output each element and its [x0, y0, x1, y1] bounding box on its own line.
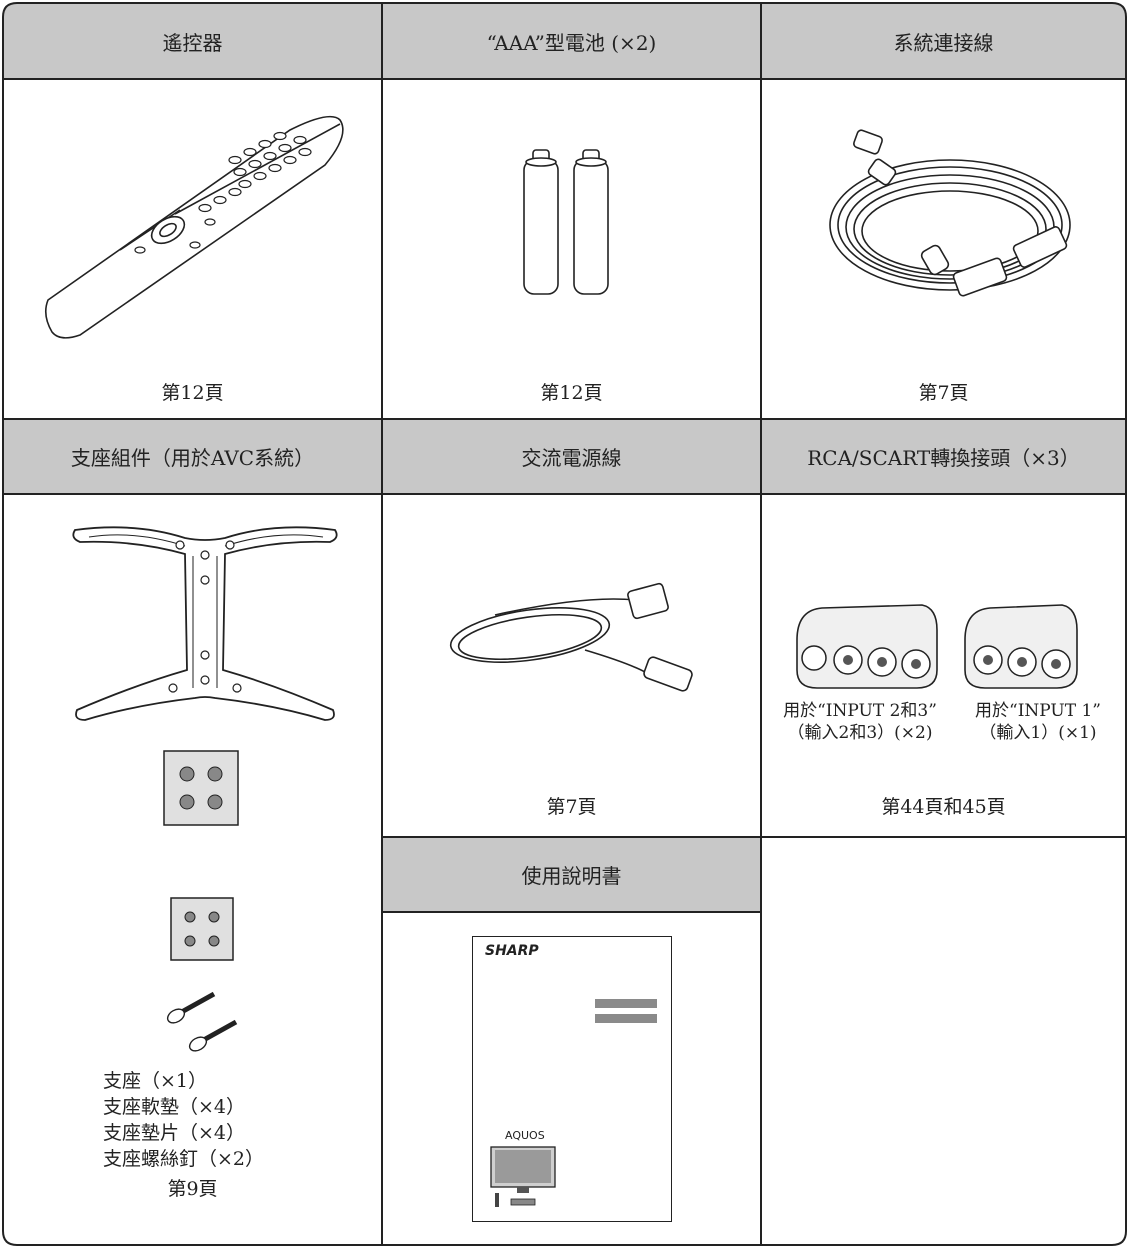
stand-item: 支座墊片（×4） [103, 1122, 246, 1144]
remote-control-image [44, 115, 344, 339]
batteries-caption: 第12頁 [540, 382, 603, 404]
stand-title: 支座組件（用於AVC系統） [70, 446, 315, 470]
adapter-image-left [796, 604, 938, 689]
manual-product-name: AQUOS [505, 1129, 545, 1142]
power-cord-image [449, 582, 693, 692]
stand-items-list: 支座（×1） 支座軟墊（×4） 支座墊片（×4） 支座螺絲釘（×2） [103, 1068, 264, 1172]
header-manual: 使用說明書 [382, 837, 761, 912]
header-batteries: “AAA”型電池 (×2) [382, 3, 761, 79]
adapter-right-label: 用於“INPUT 1” （輸入1）(×1) [975, 701, 1101, 743]
stand-item: 支座螺絲釘（×2） [103, 1148, 265, 1170]
manual-brand-logo: SHARP [485, 943, 539, 959]
header-cable: 系統連接線 [761, 3, 1126, 79]
adapter-image-right [964, 604, 1078, 689]
manual-tv-illustration [490, 1146, 556, 1207]
stand-spacers-image [170, 897, 234, 961]
manual-booklet: SHARP AQUOS [472, 936, 672, 1222]
remote-title: 遙控器 [162, 30, 223, 55]
stand-item: 支座軟墊（×4） [103, 1096, 246, 1118]
power-title: 交流電源線 [521, 446, 622, 470]
header-stand: 支座組件（用於AVC系統） [3, 419, 382, 494]
manual-title: 使用說明書 [521, 864, 622, 888]
header-adapter: RCA/SCART轉換接頭（×3） [761, 419, 1126, 494]
stand-caption: 第9頁 [167, 1178, 218, 1200]
header-power: 交流電源線 [382, 419, 761, 494]
batteries-title: “AAA”型電池 (×2) [486, 30, 657, 55]
battery-image [523, 149, 609, 295]
power-caption: 第7頁 [546, 796, 597, 818]
stand-pads-image [163, 750, 239, 826]
stand-screws-image [166, 991, 238, 1052]
stand-item: 支座（×1） [103, 1070, 208, 1092]
manual-stripe-2 [595, 1014, 657, 1023]
adapter-left-label: 用於“INPUT 2和3” （輸入2和3）(×2) [783, 701, 937, 743]
cable-caption: 第7頁 [918, 382, 969, 404]
system-cable-image [829, 129, 1071, 297]
stand-image [72, 526, 338, 721]
cable-title: 系統連接線 [893, 30, 994, 55]
adapter-title: RCA/SCART轉換接頭（×3） [807, 446, 1080, 470]
manual-stripe-1 [595, 999, 657, 1008]
remote-caption: 第12頁 [161, 382, 224, 404]
header-remote: 遙控器 [3, 3, 382, 79]
adapter-caption: 第44頁和45頁 [881, 796, 1006, 818]
